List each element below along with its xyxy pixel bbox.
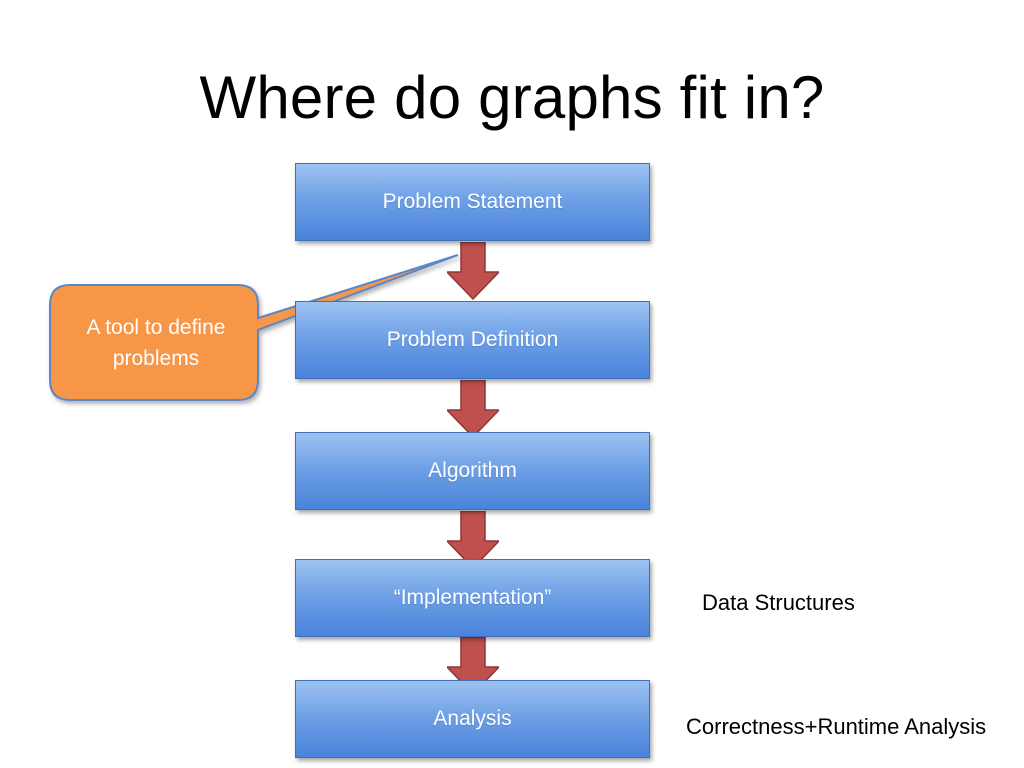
correctness-runtime-note: Correctness+Runtime Analysis (686, 714, 987, 739)
step-implementation: “Implementation” (295, 559, 650, 637)
step-algorithm: Algorithm (295, 432, 650, 510)
flow-arrow-3 (447, 511, 499, 569)
slide-title: Where do graphs fit in? (199, 64, 825, 131)
data-structures-note: Data Structures (702, 590, 855, 615)
step-analysis: Analysis (295, 680, 650, 758)
callout-text: A tool to define problems (86, 316, 226, 370)
step-problem-definition: Problem Definition (295, 301, 650, 379)
flow-arrow-2 (447, 380, 499, 438)
flow-arrow-1 (447, 242, 499, 300)
step-problem-statement: Problem Statement (295, 163, 650, 241)
